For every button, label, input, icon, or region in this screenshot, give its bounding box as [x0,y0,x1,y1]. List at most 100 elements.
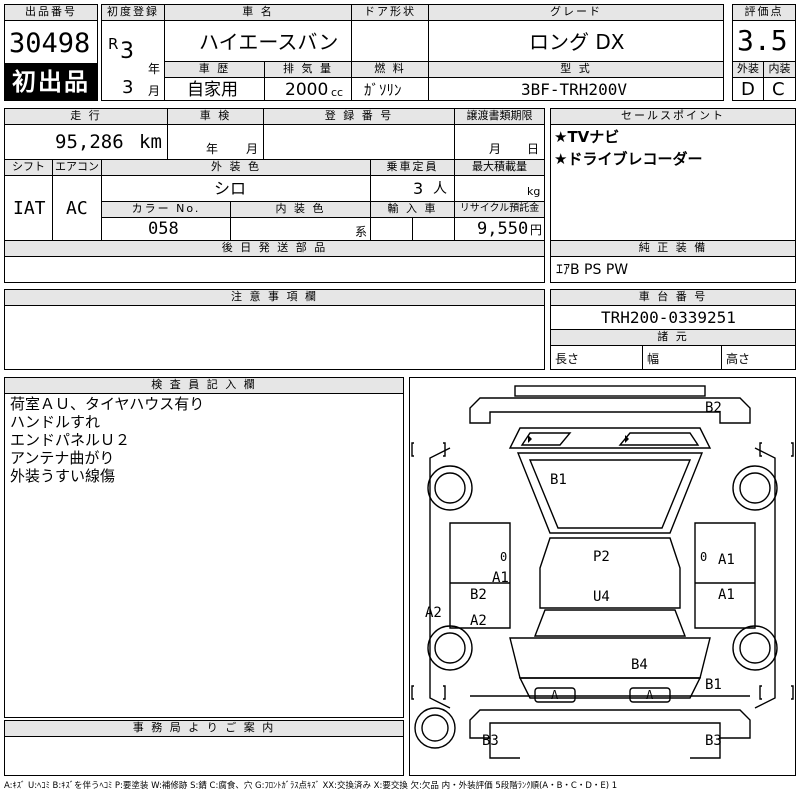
history-box: 自家用 [164,77,265,101]
era-prefix: R [108,35,119,53]
length-box: 長さ [550,345,643,370]
sales-points-label: セールスポイント [550,108,796,125]
car-name-box: ハイエースバン [164,20,352,62]
aircon-label: エアコン [52,159,102,176]
equipment-box: ｴｱB PS PW [550,256,796,283]
car-name: ハイエースバン [199,30,339,54]
score-box: 3.5 [732,20,796,62]
height-box: 高さ [721,345,796,370]
mark-glass-left: 0 [500,550,508,564]
inspector-box: 荷室ＡＵ、タイヤハウス有り ハンドルすれ エンドパネルＵ２ アンテナ曲がり 外装… [4,393,404,718]
mark-rear-door-right: A1 [718,552,735,568]
door-box [351,20,429,62]
mark-bumper-right: A [646,688,654,702]
recycle-unit: 円 [530,223,543,237]
mark-rear-top: B2 [705,400,722,416]
equipment-label: 純 正 装 備 [550,240,796,257]
first-reg-box: R 3 年 3 月 [101,20,165,101]
import-box [370,217,413,241]
exterior-grade: D [741,79,755,100]
mileage-label: 走 行 [4,108,168,125]
exterior-grade-box: D [732,77,764,101]
max-load-label: 最大積載量 [454,159,545,176]
fuel-label: 燃 料 [351,61,429,78]
equipment-value: ｴｱB PS PW [556,262,629,278]
later-parts-label: 後 日 発 送 部 品 [4,240,545,257]
ext-color-value: シロ [214,179,247,198]
recycle-box: 9,550 円 [454,217,545,241]
import-label: 輸 入 車 [370,201,455,218]
mark-roof: B1 [550,472,567,488]
ext-color-box: シロ [101,175,371,202]
sales-points-box: ★TVナビ ★ドライブレコーダー [550,124,796,241]
inspection-box: 年 月 [167,124,264,160]
recycle-value: 9,550 [477,219,529,239]
notes-box [4,305,545,370]
inspection-year-unit: 年 [206,142,219,156]
mark-front-right-b3: B3 [705,733,722,749]
transfer-box: 月 日 [454,124,545,160]
inspector-line-3: エンドパネルＵ２ [10,431,131,449]
model-code-box: 3BF-TRH200V [428,77,724,101]
interior-grade-box: C [763,77,796,101]
first-reg-label: 初度登録 [101,4,165,21]
inspector-label: 検 査 員 記 入 欄 [4,377,404,394]
mark-left-side: A1 [492,570,509,586]
int-color-label: 内 装 色 [230,201,371,218]
reg-year: 3 [120,39,134,64]
transfer-day-unit: 日 [527,142,540,156]
int-color-unit: 系 [355,225,368,239]
max-load-unit: kg [527,185,541,198]
chassis-label: 車 台 番 号 [550,289,796,306]
recycle-label: リサイクル預託金 [454,201,545,218]
inspector-line-2: ハンドルすれ [10,413,101,431]
office-box [4,736,404,776]
year-unit: 年 [148,62,161,76]
color-no-box: 058 [101,217,231,241]
history-value: 自家用 [187,80,238,100]
inspector-line-1: 荷室ＡＵ、タイヤハウス有り [10,395,205,413]
aircon-value: AC [66,198,88,219]
damage-diagram: B2 B1 0 0 A1 A1 A1 B2 A2 A2 P2 U4 B4 B1 … [409,377,796,776]
mark-bumper-left: A [551,688,559,702]
lot-number: 30498 [9,28,91,59]
month-unit: 月 [148,84,161,98]
legend: A:ｷｽﾞ U:ﾍｺﾐ B:ｷｽﾞを伴うﾍｺﾐ P:要塗装 W:補修跡 S:錆 … [4,781,618,791]
capacity-label: 乗車定員 [370,159,455,176]
office-label: 事 務 局 よ り ご 案 内 [4,720,404,737]
sales-point-1: ★TVナビ [554,128,620,146]
mark-glass-right: 0 [700,550,708,564]
width-box: 幅 [642,345,722,370]
mark-cargo-u4: U4 [593,589,610,605]
notes-label: 注 意 事 項 欄 [4,289,545,306]
color-no-label: カラー No. [101,201,231,218]
grade-value: ロング DX [529,30,625,54]
displacement-box: 2000 cc [264,77,352,101]
inspection-label: 車 検 [167,108,264,125]
shift-label: シフト [4,159,53,176]
grade-label: グレード [428,4,724,21]
mileage-unit: km [139,131,162,153]
length-label: 長さ [555,352,580,366]
mileage-value: 95,286 [55,131,124,153]
height-label: 高さ [726,352,751,366]
width-label: 幅 [647,352,660,366]
displacement-value: 2000 [285,80,329,100]
reg-number-box [263,124,455,160]
fuel-box: ｶﾞｿﾘﾝ [351,77,429,101]
door-label: ドア形状 [351,4,429,21]
exterior-label: 外装 [732,61,764,78]
lot-number-box: 30498 [4,20,98,64]
inspection-month-unit: 月 [246,142,259,156]
history-label: 車 歴 [164,61,265,78]
score-value: 3.5 [737,24,788,57]
mark-left-a2: A2 [470,613,487,629]
interior-grade: C [772,79,785,100]
fuel-value: ｶﾞｿﾘﾝ [364,81,402,99]
mark-left-quarter-a2: A2 [425,605,442,621]
dimensions-label: 諸 元 [550,329,796,346]
capacity-unit: 人 [433,181,447,197]
transfer-month-unit: 月 [489,142,502,156]
inspector-line-4: アンテナ曲がり [10,449,115,467]
inspector-line-5: 外装うすい線傷 [10,467,116,485]
